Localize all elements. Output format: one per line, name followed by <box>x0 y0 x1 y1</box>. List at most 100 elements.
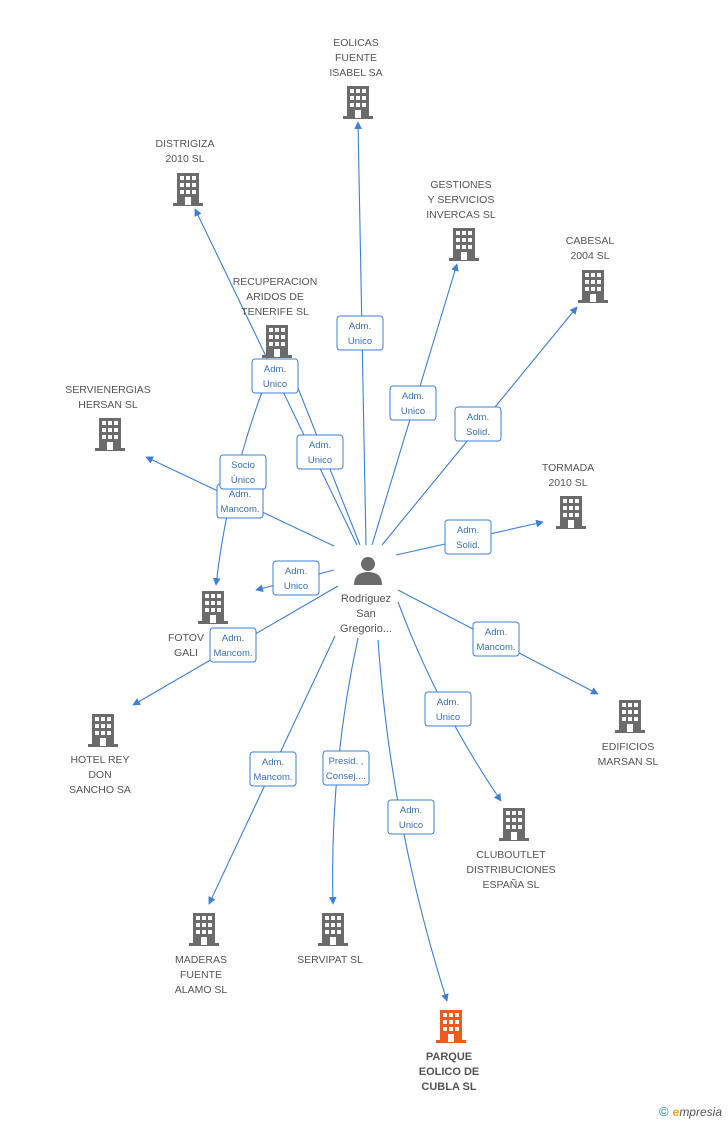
edge-label-box <box>454 406 502 442</box>
building-icon <box>436 1010 466 1043</box>
edge-label-eolicas[interactable]: Adm. Unico <box>336 315 384 351</box>
node-label: DON <box>88 769 111 781</box>
edge-label-text: Adm. <box>262 757 284 768</box>
node-label: DISTRIGIZA <box>156 138 215 150</box>
edge-label-box <box>209 627 257 663</box>
edge-label-box <box>251 358 299 394</box>
building-icon <box>198 591 228 624</box>
node-hotel[interactable]: HOTEL REY DON SANCHO SA <box>69 714 131 796</box>
person-icon <box>354 557 382 585</box>
edge-label-box <box>249 751 297 787</box>
edge-label-text: Unico <box>263 379 287 390</box>
edge-label-text: Mancom. <box>253 772 292 783</box>
center-label: Rodriguez <box>341 593 391 605</box>
brand-initial: e <box>672 1104 680 1119</box>
edge-label-servienergias[interactable]: Adm.Mancom. <box>216 483 264 519</box>
node-label: INVERCAS SL <box>426 209 496 221</box>
edge-label-text: Adm. <box>264 364 286 375</box>
edge-label-box <box>444 519 492 555</box>
edge-label-gestiones[interactable]: Adm.Unico <box>389 385 437 421</box>
edge-label-hotel[interactable]: Adm.Mancom. <box>209 627 257 663</box>
edge-label-box <box>424 691 472 727</box>
node-label: HERSAN SL <box>78 399 138 411</box>
edge-label-cluboutlet[interactable]: Adm.Unico <box>424 691 472 727</box>
edge-label-text: Adm. <box>457 525 479 536</box>
edge-label-servipat[interactable]: Presid. ,Consej.... <box>322 750 370 786</box>
edge-label-text: Adm. <box>467 412 489 423</box>
copyright-icon: © <box>659 1104 669 1119</box>
node-label: TENERIFE SL <box>241 306 309 318</box>
edge-label-text: Adm. <box>402 391 424 402</box>
edge-label-text: Solid. <box>466 427 490 438</box>
edge-label-text: Unico <box>399 820 423 831</box>
edge-label-text: Adm. <box>222 633 244 644</box>
node-label: DISTRIBUCIONES <box>466 864 555 876</box>
edge-label-box <box>296 434 344 470</box>
edge-label-text: Consej.... <box>326 771 366 782</box>
node-label: 2010 SL <box>548 477 587 489</box>
footer-brand[interactable]: © empresia <box>659 1104 722 1119</box>
node-label: FOTOV <box>168 632 204 644</box>
node-label: GALI <box>174 647 198 659</box>
edge-label-parque[interactable]: Adm. Unico <box>387 799 435 835</box>
edge-label-distrigiza[interactable]: Adm. Unico <box>251 358 299 394</box>
node-fotov[interactable]: FOTOV GALI <box>168 591 228 659</box>
center-label: Gregorio... <box>340 623 392 635</box>
edge-label-box <box>219 454 267 490</box>
node-label: Y SERVICIOS <box>428 194 495 206</box>
node-servipat[interactable]: SERVIPAT SL <box>297 913 363 966</box>
building-icon <box>449 228 479 261</box>
center-label: San <box>356 608 376 620</box>
edge-label-text: Único <box>231 475 255 486</box>
building-icon <box>189 913 219 946</box>
edge-label-recuperacion[interactable]: Adm.Unico <box>296 434 344 470</box>
node-label: 2010 SL <box>165 153 204 165</box>
edge-label-text: Adm. <box>485 627 507 638</box>
node-label: 2004 SL <box>570 250 609 262</box>
node-label: GESTIONES <box>430 179 491 191</box>
edge-label-text: Adm. <box>285 566 307 577</box>
node-gestiones[interactable]: GESTIONES Y SERVICIOS INVERCAS SL <box>426 179 496 261</box>
edge-labels-layer: Adm.UnicoAdm.UnicoAdm.UnicoAdm.Solid.Adm… <box>209 315 520 835</box>
edge-label-tormada[interactable]: Adm.Solid. <box>444 519 492 555</box>
node-label: EDIFICIOS <box>602 741 655 753</box>
edge-label-text: Unico <box>348 336 372 347</box>
node-label: HOTEL REY <box>70 754 129 766</box>
edge-label-cabesal[interactable]: Adm. Solid. <box>454 406 502 442</box>
node-label: ALAMO SL <box>175 984 228 996</box>
node-label: MADERAS <box>175 954 227 966</box>
edge-label-edificios[interactable]: Adm.Mancom. <box>472 621 520 657</box>
node-label: ESPAÑA SL <box>482 878 539 891</box>
building-icon <box>173 173 203 206</box>
building-icon <box>262 325 292 358</box>
edge-label-maderas[interactable]: Adm. Mancom. <box>249 751 297 787</box>
brand-name: mpresia <box>679 1104 722 1119</box>
edge-label-text: Adm. <box>229 489 251 500</box>
edge-label-box <box>322 750 370 786</box>
building-icon <box>343 86 373 119</box>
node-distrigiza[interactable]: DISTRIGIZA 2010 SL <box>156 138 215 206</box>
edge-label-text: Unico <box>436 712 460 723</box>
node-label: SANCHO SA <box>69 784 131 796</box>
node-maderas[interactable]: MADERAS FUENTE ALAMO SL <box>175 913 228 996</box>
edge-label-text: Socio <box>231 460 255 471</box>
node-label: ARIDOS DE <box>246 291 304 303</box>
edge-label-fotov[interactable]: Adm.Unico <box>272 560 320 596</box>
edge-label-box <box>387 799 435 835</box>
node-label: FUENTE <box>180 969 222 981</box>
center-person[interactable]: RodriguezSanGregorio... <box>340 557 392 635</box>
edge-label-text: Adm. <box>400 805 422 816</box>
edge-label-text: Adm. <box>349 321 371 332</box>
edge-label-text: Unico <box>308 455 332 466</box>
